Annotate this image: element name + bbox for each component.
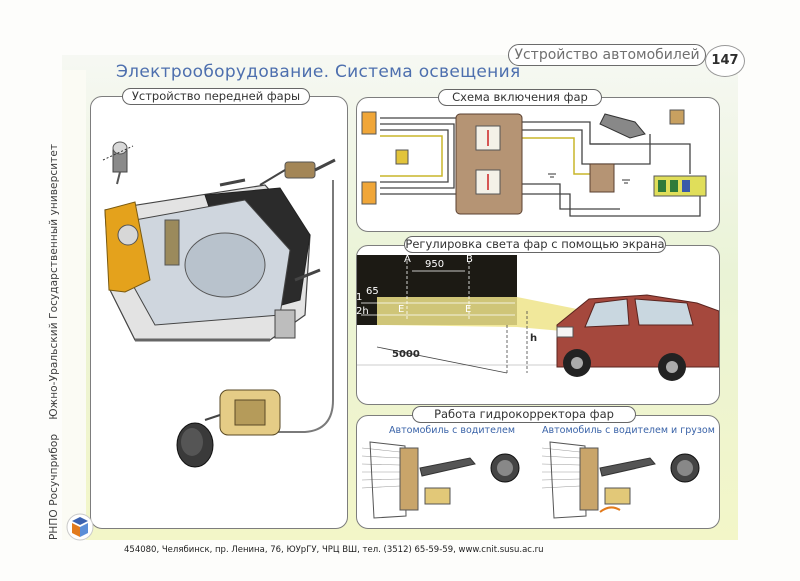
light-beam: [377, 297, 607, 335]
wiring-panel-title: Схема включения фар: [438, 89, 602, 106]
section-title-tab: Устройство автомобилей: [508, 44, 706, 66]
headlight-illustration: [102, 141, 336, 468]
left-headlamp-icons: [361, 111, 409, 205]
wire-bundle: [380, 117, 701, 217]
label-distance-ab: 950: [425, 259, 445, 270]
side-credits: РНПО Росучприбор Южно-Уральский Государст…: [48, 144, 60, 540]
bulb-icon: [102, 141, 134, 185]
hydraulic-hose: [255, 180, 334, 433]
adjuster-screw-icon: [259, 158, 336, 186]
adjustment-panel-title: Регулировка света фар с помощью экрана: [404, 236, 666, 253]
corrector-unit-icon: [204, 389, 281, 436]
logo-icon: [66, 513, 94, 541]
left-margin-band: [62, 70, 86, 540]
yellow-wires: [380, 135, 595, 177]
page-number: 147: [705, 45, 745, 77]
label-e-right: E: [465, 304, 472, 315]
ground-symbols: [548, 173, 630, 184]
car-illustration: [556, 294, 719, 381]
distance-line: [376, 311, 528, 375]
label-65: 65: [366, 286, 379, 297]
org-name: РНПО Росучприбор: [48, 433, 60, 540]
label-b: B: [466, 254, 473, 265]
corrector-left-figure: [361, 441, 520, 519]
university-name: Южно-Уральский Государственный университ…: [48, 143, 60, 420]
corrector-panel-title: Работа гидрокорректора фар: [412, 406, 636, 423]
label-distance-5000: 5000: [392, 349, 420, 360]
footer-address: 454080, Челябинск, пр. Ленина, 76, ЮУрГУ…: [124, 545, 544, 555]
corrector-illustrations: [361, 441, 700, 519]
switch-icon: [589, 109, 685, 193]
page-title: Электрооборудование. Система освещения: [116, 62, 521, 82]
label-h: h: [530, 333, 538, 344]
relay-block-icon: [455, 113, 523, 215]
headlight-housing: [104, 184, 311, 342]
corrector-right-figure: [541, 441, 700, 519]
fuse-block-icon: [653, 175, 707, 197]
beam-adjustment-diagram: [357, 255, 719, 381]
headlight-panel-title: Устройство передней фары: [122, 88, 310, 105]
label-e-left: E: [398, 304, 405, 315]
corrector-left-caption: Автомобиль с водителем: [389, 425, 516, 436]
screen-markings: [361, 261, 515, 321]
label-a: A: [404, 254, 411, 265]
label-2h: 2h: [356, 306, 369, 317]
label-1: 1: [356, 292, 363, 303]
control-knob-icon: [176, 422, 214, 468]
wiring-diagram: [361, 109, 707, 217]
corrector-right-caption: Автомобиль с водителем и грузом: [542, 425, 715, 436]
